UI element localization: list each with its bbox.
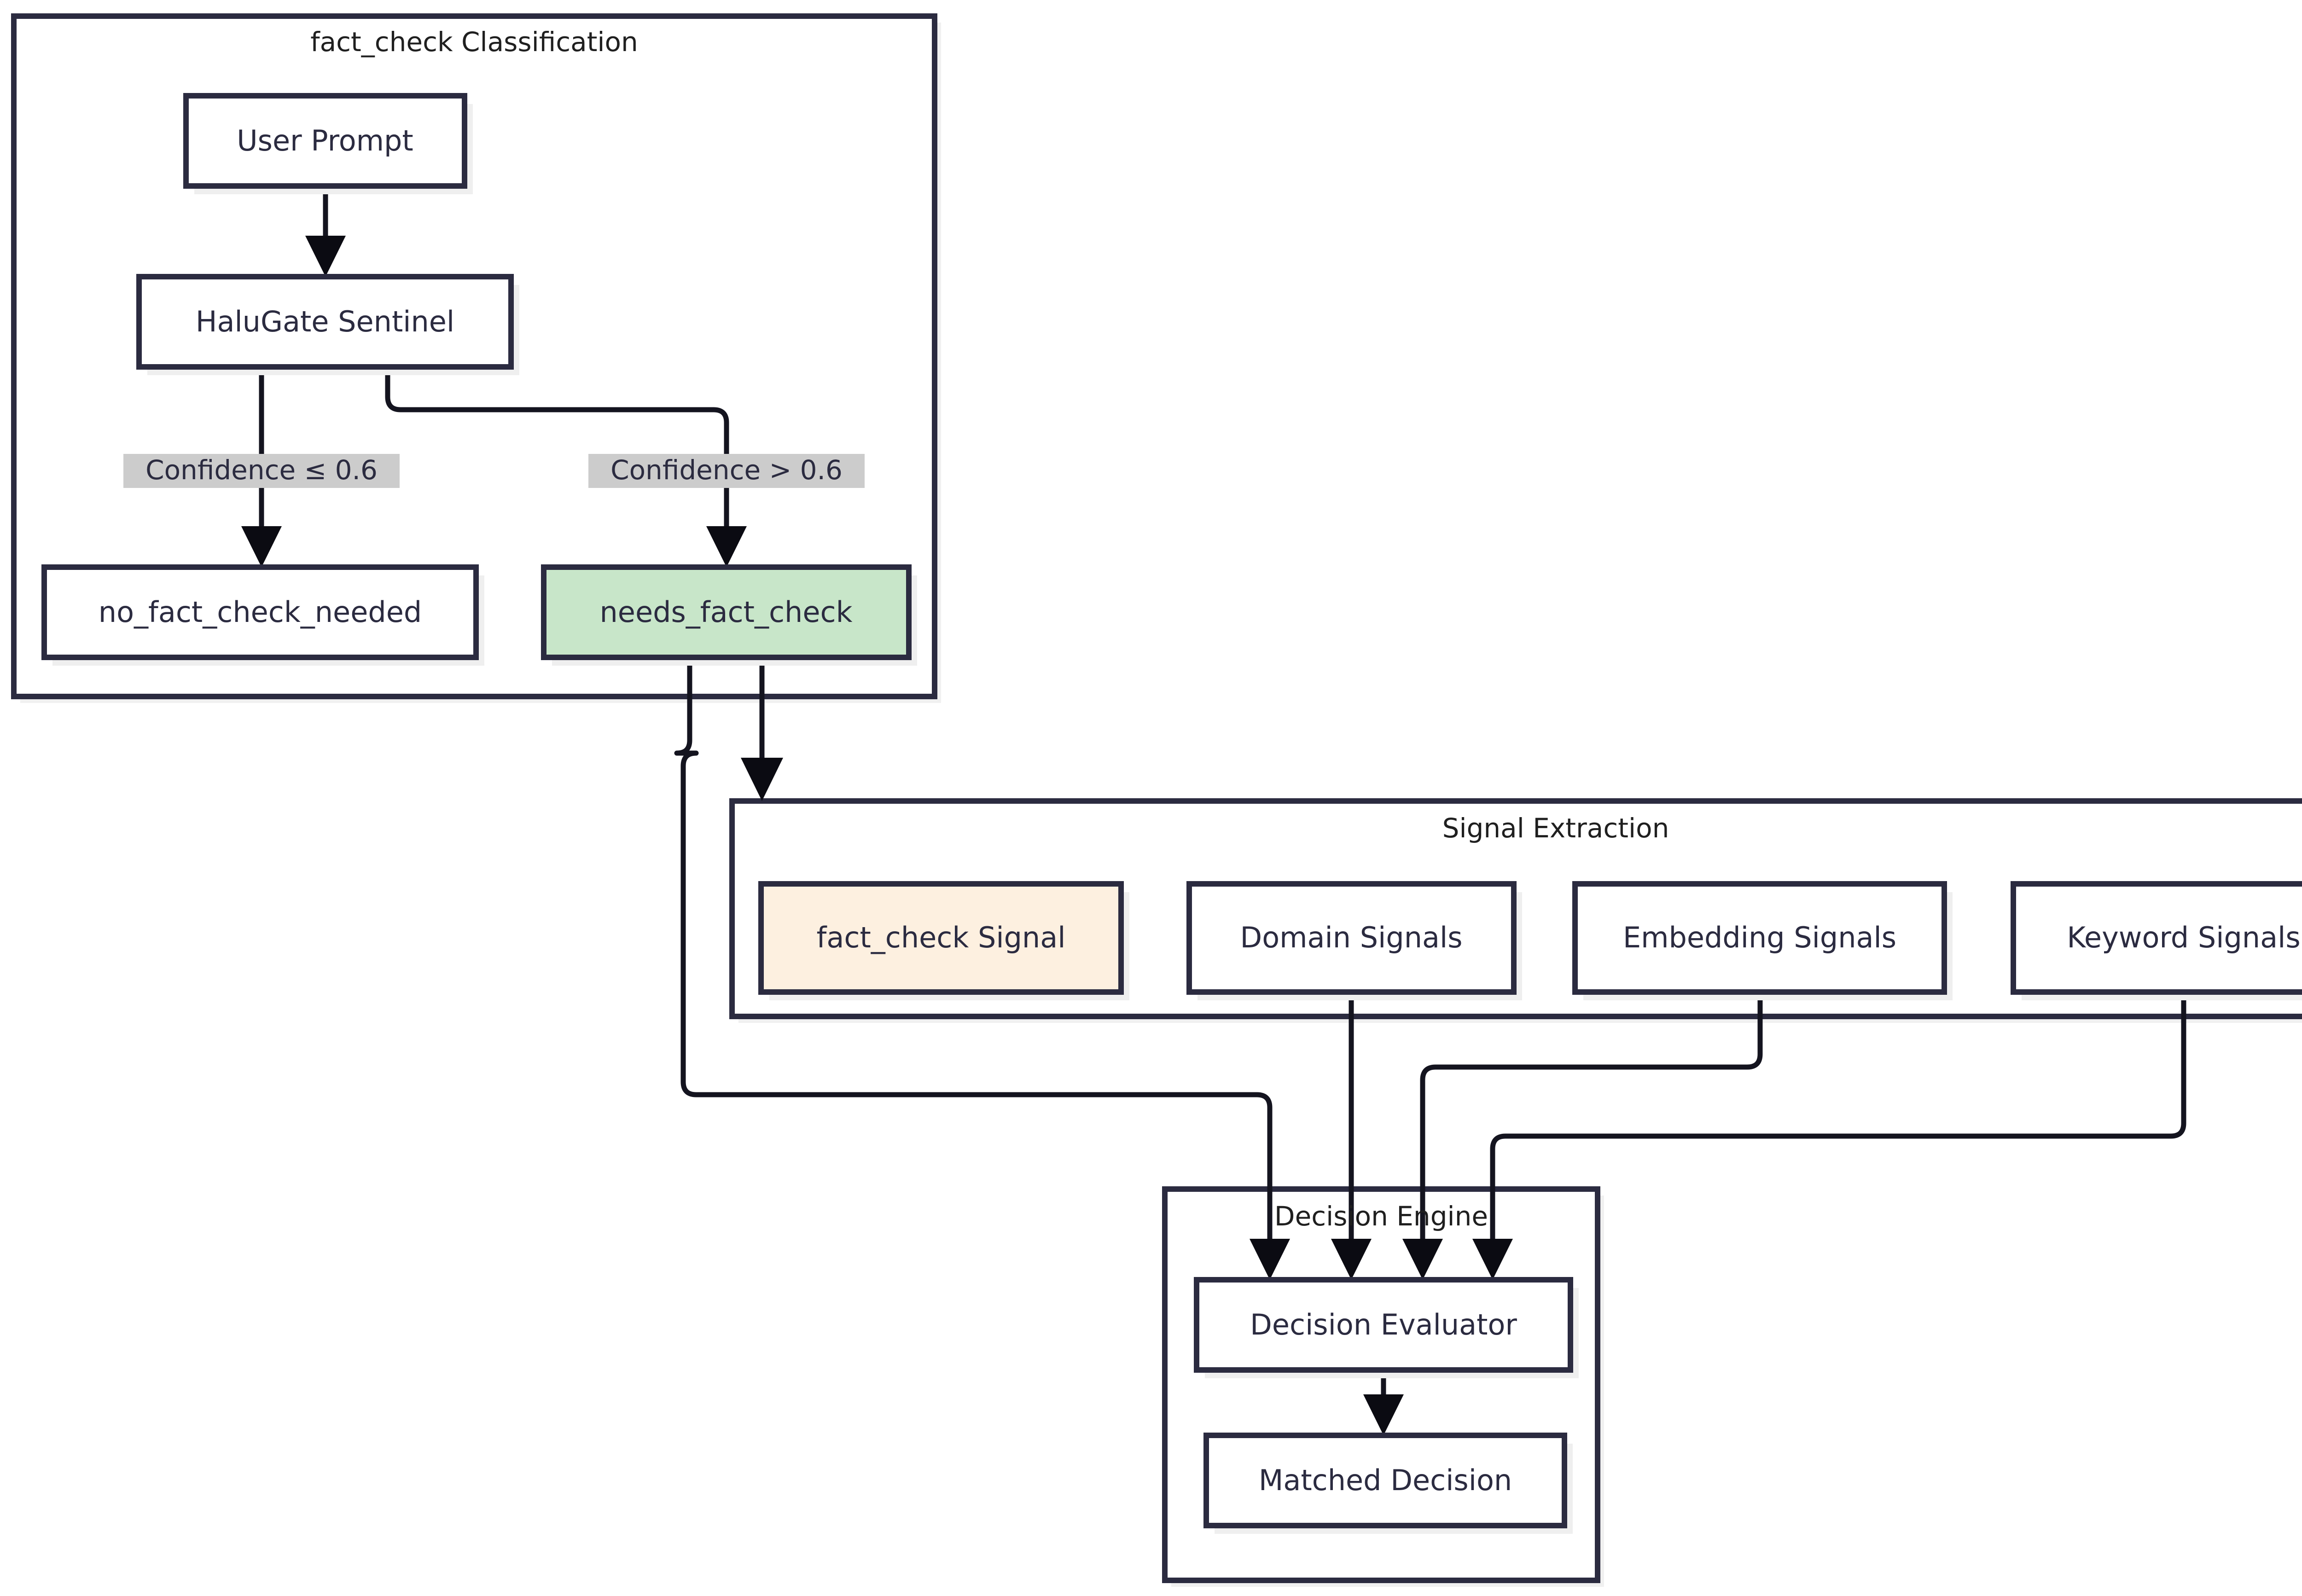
node-box-needs-fact-check[interactable] — [541, 564, 912, 660]
node-matched-decision[interactable]: Matched Decision — [1203, 1433, 1573, 1534]
edge-embedding-signals-to-decision-evaluator — [1402, 992, 1763, 1280]
node-label-halugate-sentinel: HaluGate Sentinel — [196, 305, 454, 338]
edge-domain-signals-to-decision-evaluator — [1331, 992, 1372, 1280]
node-box-keyword-signals[interactable] — [2011, 881, 2302, 995]
node-box-embedding-signals[interactable] — [1572, 881, 1947, 995]
edge-label-background — [588, 454, 865, 488]
edge-needs-fact-check-to-fact-check-signal — [741, 657, 783, 801]
edge-label-background — [123, 454, 400, 488]
node-label-embedding-signals: Embedding Signals — [1623, 921, 1896, 954]
node-box-user-prompt[interactable] — [183, 93, 467, 189]
node-label-domain-signals: Domain Signals — [1240, 921, 1462, 954]
edge-label-text-confidence-low: Confidence ≤ 0.6 — [145, 454, 378, 486]
edge-label-confidence-high: Confidence > 0.6 — [588, 454, 865, 488]
node-label-fact-check-signal: fact_check Signal — [817, 921, 1066, 954]
edge-halugate-to-needs-fact-check — [385, 367, 747, 567]
cluster-title-decision-engine: Decision Engine — [1274, 1201, 1488, 1232]
node-keyword-signals[interactable]: Keyword Signals — [2011, 881, 2302, 1000]
edge-needs-fact-check-to-decision-evaluator — [674, 657, 1290, 1280]
node-needs-fact-check[interactable]: needs_fact_check — [541, 564, 917, 666]
node-label-keyword-signals: Keyword Signals — [2067, 921, 2300, 954]
cluster-title-fact-check-classification: fact_check Classification — [310, 26, 638, 58]
node-box-matched-decision[interactable] — [1203, 1433, 1567, 1528]
node-box-fact-check-signal[interactable] — [758, 881, 1124, 995]
node-decision-evaluator[interactable]: Decision Evaluator — [1194, 1277, 1579, 1378]
node-box-decision-evaluator[interactable] — [1194, 1277, 1573, 1373]
node-fact-check-signal[interactable]: fact_check Signal — [758, 881, 1129, 1000]
node-no-fact-check-needed[interactable]: no_fact_check_needed — [41, 564, 484, 666]
node-box-domain-signals[interactable] — [1186, 881, 1517, 995]
node-label-no-fact-check-needed: no_fact_check_needed — [99, 595, 422, 629]
node-label-decision-evaluator: Decision Evaluator — [1250, 1308, 1517, 1341]
node-label-needs-fact-check: needs_fact_check — [600, 595, 853, 629]
node-label-user-prompt: User Prompt — [237, 124, 413, 157]
edge-label-text-confidence-high: Confidence > 0.6 — [610, 454, 843, 486]
node-embedding-signals[interactable]: Embedding Signals — [1572, 881, 1953, 1000]
edge-keyword-signals-to-decision-evaluator — [1472, 992, 2186, 1280]
edge-user-prompt-to-halugate-sentinel — [305, 186, 346, 277]
node-halugate-sentinel[interactable]: HaluGate Sentinel — [136, 274, 519, 375]
node-user-prompt[interactable]: User Prompt — [183, 93, 473, 194]
node-box-no-fact-check-needed[interactable] — [41, 564, 479, 660]
edge-label-confidence-low: Confidence ≤ 0.6 — [123, 454, 400, 488]
node-label-matched-decision: Matched Decision — [1259, 1463, 1512, 1497]
cluster-title-signal-extraction: Signal Extraction — [1442, 813, 1669, 844]
node-box-halugate-sentinel[interactable] — [136, 274, 514, 370]
node-domain-signals[interactable]: Domain Signals — [1186, 881, 1522, 1000]
